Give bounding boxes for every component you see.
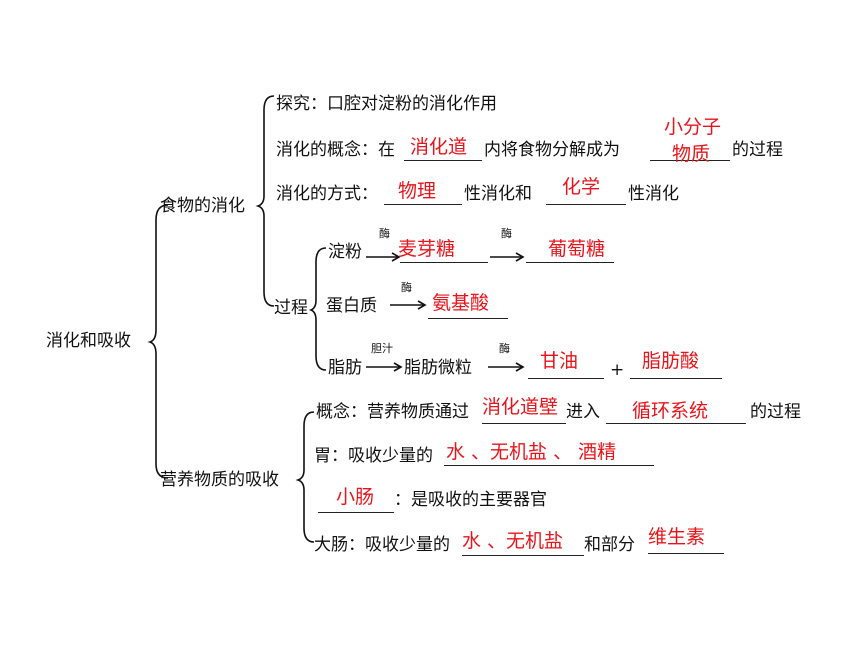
- answer-physical: 物理: [398, 180, 437, 202]
- blank-line: [428, 318, 508, 319]
- digestion-brace: [255, 95, 275, 307]
- blank-line: [546, 204, 626, 205]
- absorption-concept-pre: 概念：营养物质通过: [316, 402, 469, 422]
- large-intestine-mid: 和部分: [584, 535, 635, 555]
- method-mid: 性消化和: [464, 184, 532, 204]
- answer-small-molecule-2: 物质: [672, 143, 711, 165]
- blank-line: [384, 204, 462, 205]
- absorption-concept-post: 的过程: [750, 402, 801, 422]
- blank-line: [400, 262, 488, 263]
- method-pre: 消化的方式：: [276, 184, 378, 204]
- absorption-concept-mid: 进入: [566, 402, 600, 422]
- answer-digestive-wall: 消化道壁: [482, 396, 559, 418]
- answer-amino-acid: 氨基酸: [432, 292, 490, 314]
- concept-post: 的过程: [732, 140, 783, 160]
- absorption-brace: [295, 411, 315, 543]
- answer-circulatory-system: 循环系统: [632, 400, 709, 422]
- blank-line: [630, 378, 722, 379]
- answer-maltose: 麦芽糖: [398, 238, 456, 260]
- answer-large-intestine: 水 、无机盐: [462, 530, 564, 552]
- concept-pre: 消化的概念：在: [276, 140, 395, 160]
- bile-label: 胆汁: [371, 342, 393, 355]
- blank-line: [526, 262, 614, 263]
- concept-mid: 内将食物分解成为: [484, 140, 620, 160]
- answer-glucose: 葡萄糖: [548, 238, 606, 260]
- blank-line: [318, 512, 394, 513]
- answer-vitamin: 维生素: [648, 526, 706, 548]
- blank-line: [482, 423, 566, 424]
- root-brace: [147, 204, 169, 479]
- process-brace: [308, 247, 327, 371]
- large-intestine-text: 大肠：吸收少量的: [314, 535, 450, 555]
- stomach-text: 胃：吸收少量的: [314, 446, 433, 466]
- enzyme-label: 酶: [401, 281, 412, 294]
- blank-line: [528, 378, 604, 379]
- fat-label: 脂肪: [328, 358, 362, 378]
- small-intestine-text: ：是吸收的主要器官: [394, 490, 547, 510]
- blank-line: [404, 160, 482, 161]
- answer-stomach: 水 、无机盐 、 酒精: [446, 441, 617, 463]
- absorption-label: 营养物质的吸收: [160, 470, 279, 490]
- root-label: 消化和吸收: [46, 331, 131, 351]
- blank-line: [462, 555, 584, 556]
- blank-line: [444, 465, 654, 466]
- blank-line: [648, 553, 724, 554]
- enzyme-label: 酶: [501, 227, 512, 240]
- explore-text: 探究：口腔对淀粉的消化作用: [276, 94, 497, 114]
- answer-digestive-tract: 消化道: [410, 136, 468, 158]
- blank-line: [606, 423, 746, 424]
- process-label: 过程: [274, 298, 308, 318]
- starch-label: 淀粉: [328, 242, 362, 262]
- fat-droplet-label: 脂肪微粒: [404, 358, 472, 378]
- blank-line: [650, 160, 730, 161]
- answer-chemical: 化学: [562, 176, 601, 198]
- answer-glycerol: 甘油: [540, 350, 579, 372]
- method-post: 性消化: [628, 184, 679, 204]
- answer-small-molecule-1: 小分子: [664, 116, 722, 138]
- plus-sign: +: [610, 360, 625, 380]
- answer-small-intestine: 小肠: [336, 486, 375, 508]
- enzyme-label: 酶: [379, 227, 390, 240]
- digestion-label: 食物的消化: [160, 196, 245, 216]
- protein-label: 蛋白质: [326, 296, 377, 316]
- enzyme-label: 酶: [499, 342, 510, 355]
- answer-fatty-acid: 脂肪酸: [642, 350, 700, 372]
